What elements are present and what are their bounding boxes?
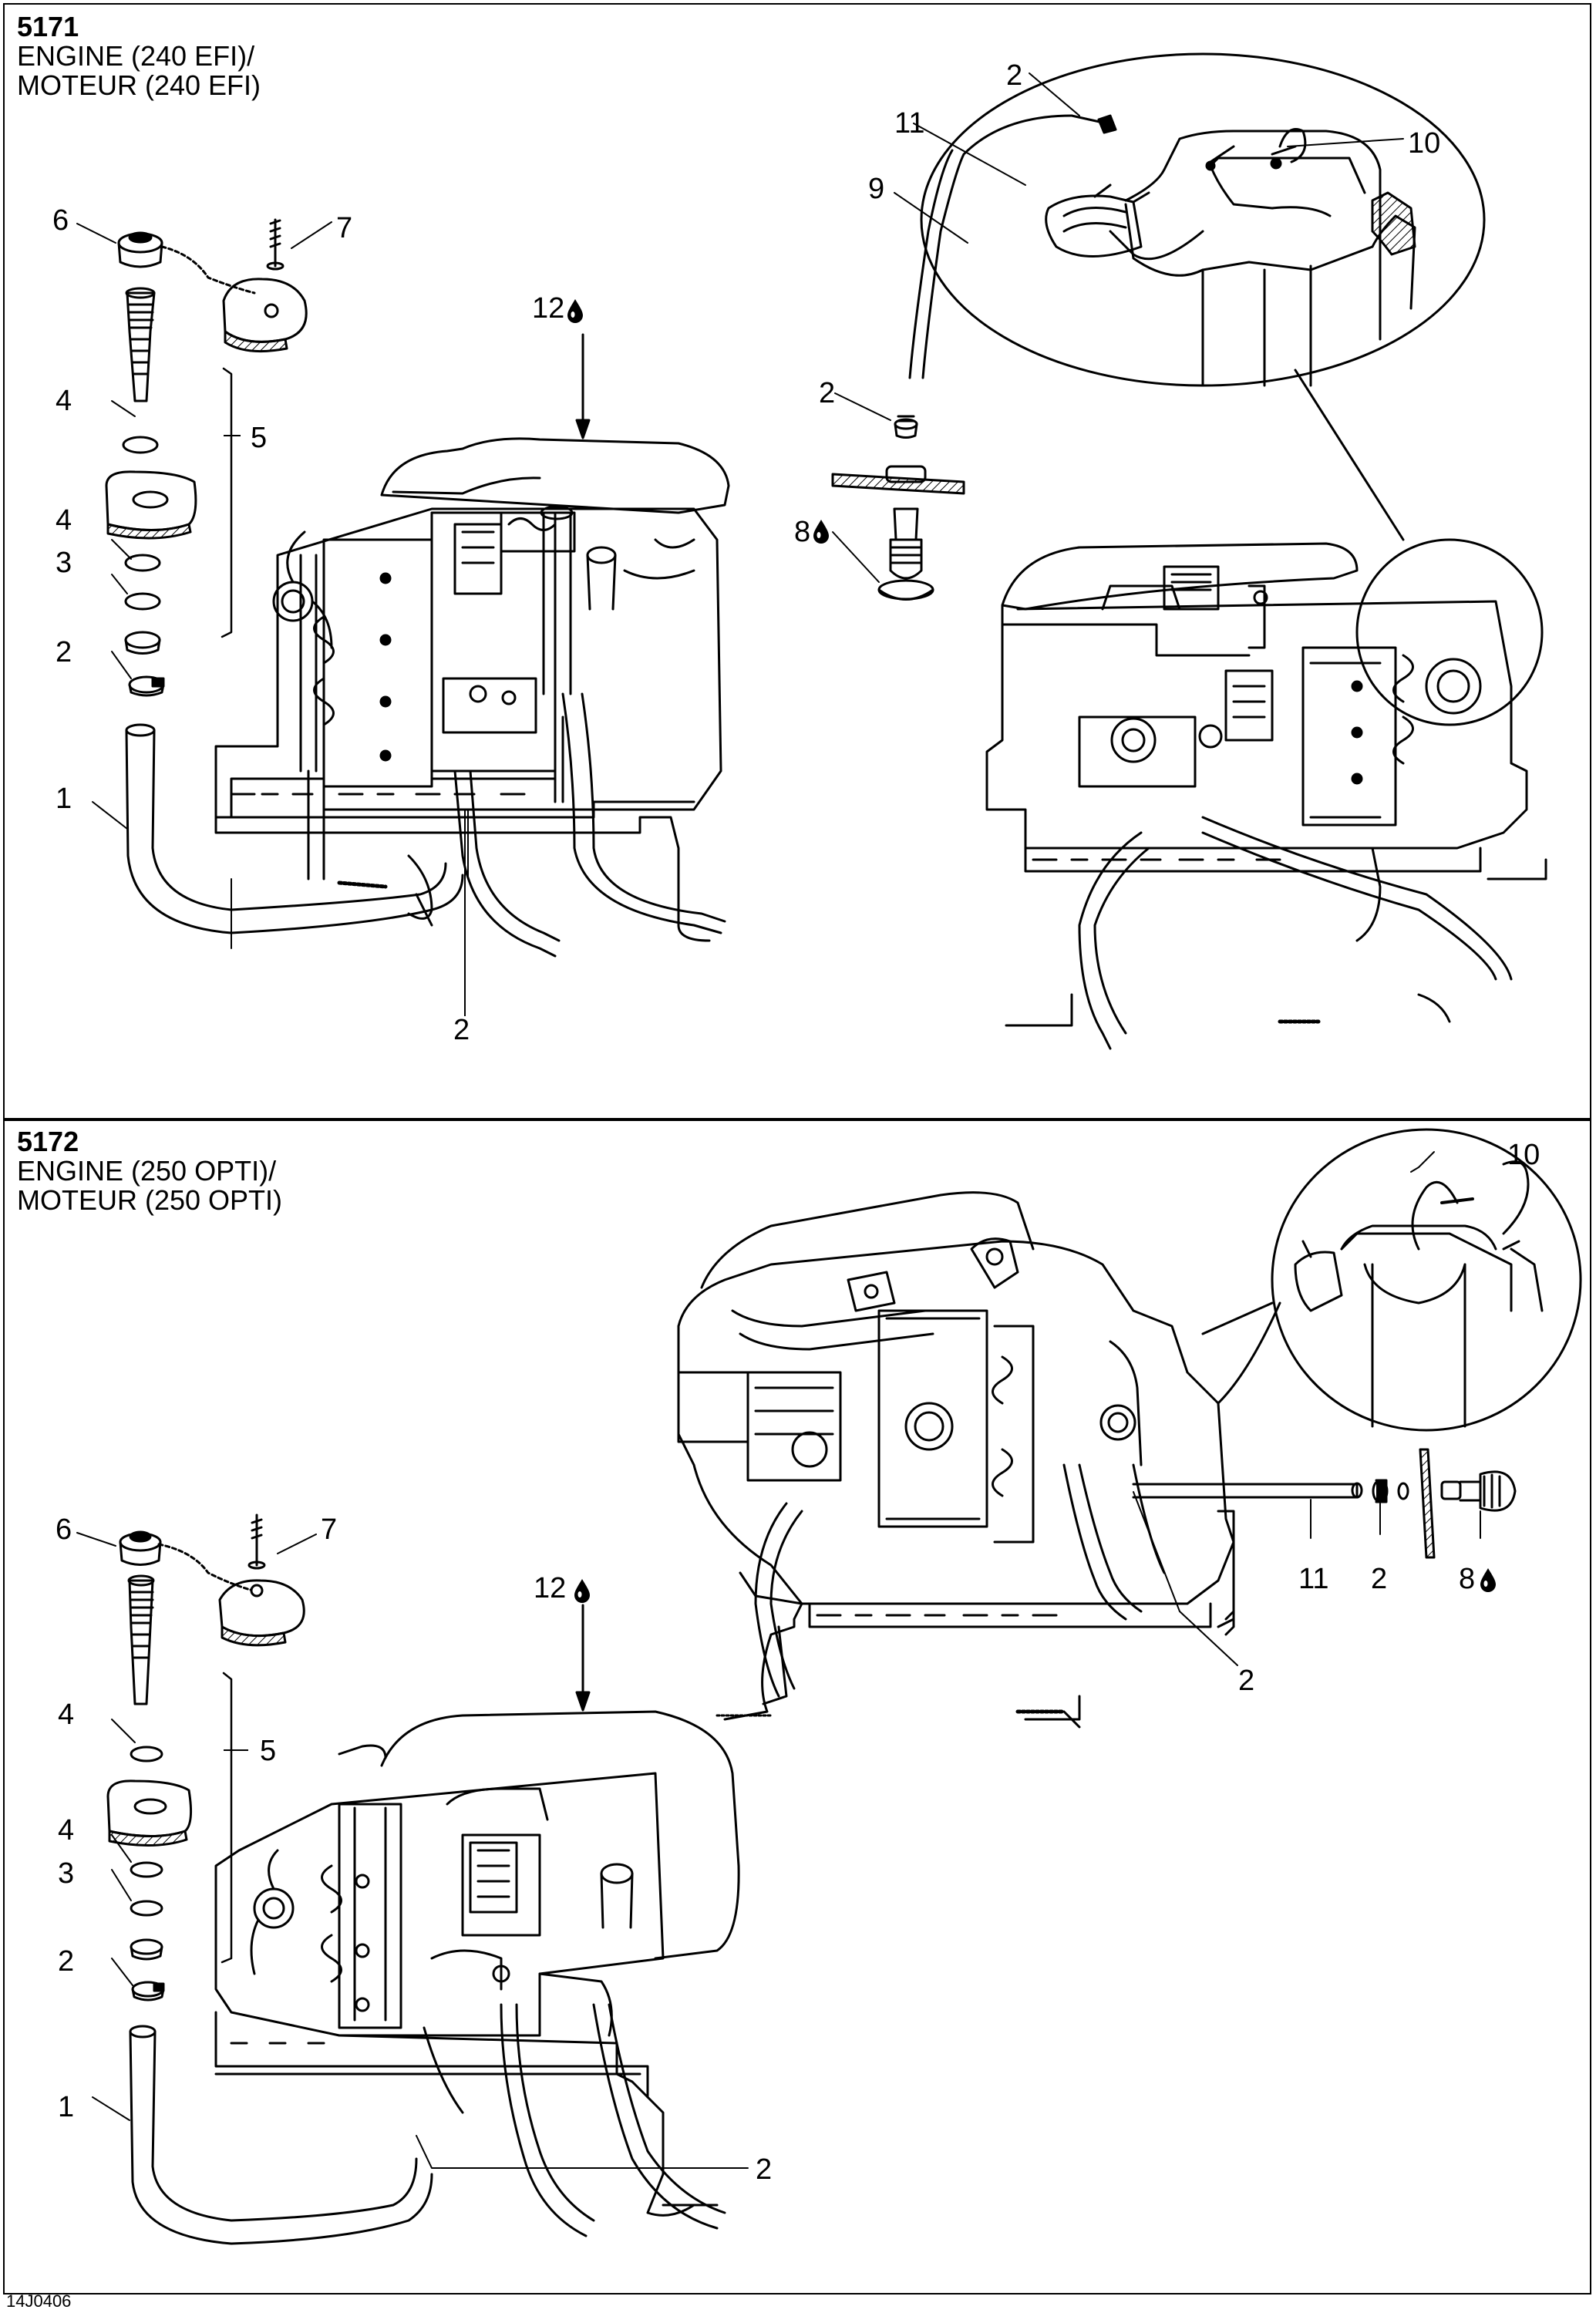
filler-cap-icon xyxy=(119,1530,162,1566)
detail-hose-connection-icon xyxy=(1045,128,1416,387)
title-english: ENGINE (240 EFI)/ xyxy=(17,40,255,72)
callout-5: 5 xyxy=(260,1735,276,1767)
callout-11: 11 xyxy=(1298,1563,1328,1595)
callout-4: 4 xyxy=(56,504,72,537)
detail-connector xyxy=(1294,369,1405,541)
filler-neck-icon xyxy=(127,1574,155,1705)
mount-plate-icon xyxy=(222,278,308,353)
panel-engine-240-efi: 5171 ENGINE (240 EFI)/ MOTEUR (240 EFI) xyxy=(3,3,1591,1119)
title-english: ENGINE (250 OPTI)/ xyxy=(17,1155,277,1187)
panel-engine-250-opti: 5172 ENGINE (250 OPTI)/ MOTEUR (250 OPTI… xyxy=(3,1119,1591,2294)
figure-reference: 14J0406 xyxy=(6,2291,72,2311)
engine-240-efi-rear-icon xyxy=(985,538,1547,1050)
vent-hose-icon xyxy=(1132,1482,1363,1499)
filter-fitting-icon xyxy=(1397,1448,1517,1559)
callout-2: 2 xyxy=(453,1014,470,1046)
callout-4: 4 xyxy=(56,385,72,417)
callout-3: 3 xyxy=(58,1857,74,1890)
diagram-code: 5171 xyxy=(17,11,79,42)
callout-leaders xyxy=(76,1151,1481,2169)
callout-2: 2 xyxy=(58,1945,74,1978)
fuel-hose-icon xyxy=(129,2025,433,2245)
diagram-code: 5172 xyxy=(17,1126,79,1157)
gasket-icon xyxy=(124,554,161,572)
callout-2: 2 xyxy=(1006,59,1022,92)
lubricant-drop-icon xyxy=(574,1579,590,1603)
gasket-icon xyxy=(130,1861,163,1878)
callout-1: 1 xyxy=(56,783,72,815)
lubricant-drop-icon xyxy=(813,520,829,544)
cap-chain xyxy=(160,245,256,295)
flange-plate-icon xyxy=(105,470,197,540)
arrow-icon xyxy=(575,419,591,439)
filler-neck-icon xyxy=(125,287,156,402)
callout-2: 2 xyxy=(819,377,835,409)
nut-icon xyxy=(124,631,161,655)
callout-6: 6 xyxy=(56,1513,72,1546)
callout-2: 2 xyxy=(1238,1665,1254,1697)
filler-cap-icon xyxy=(117,231,163,268)
callout-10: 10 xyxy=(1408,127,1440,160)
bracket-line xyxy=(221,367,233,638)
lubricant-drop-icon xyxy=(1480,1568,1496,1592)
callout-4: 4 xyxy=(58,1699,74,1731)
engine-250-opti-rear-icon xyxy=(677,1191,1235,1729)
mount-plate-icon xyxy=(218,1579,305,1647)
screw-icon xyxy=(247,1513,266,1570)
callout-3: 3 xyxy=(56,547,72,579)
bracket-line xyxy=(221,1672,233,1964)
title-french: MOTEUR (250 OPTI) xyxy=(17,1184,283,1216)
callout-12: 12 xyxy=(532,292,564,325)
callout-8: 8 xyxy=(794,516,810,548)
screw-icon xyxy=(266,218,285,271)
callout-7: 7 xyxy=(336,212,352,244)
callout-1: 1 xyxy=(58,2091,74,2123)
callout-7: 7 xyxy=(321,1513,337,1546)
callout-6: 6 xyxy=(52,204,69,237)
fuel-hose-icon xyxy=(125,723,464,934)
gasket-icon xyxy=(130,1746,163,1763)
callout-9: 9 xyxy=(868,173,884,205)
title-french: MOTEUR (240 EFI) xyxy=(17,69,261,101)
callout-5: 5 xyxy=(251,422,267,454)
detail-circle xyxy=(1271,1128,1582,1432)
callout-2: 2 xyxy=(56,636,72,668)
arrow-icon xyxy=(575,1691,591,1712)
hose-clamp-icon xyxy=(131,1981,165,2002)
callout-2: 2 xyxy=(756,2153,772,2186)
cap-chain xyxy=(157,1543,252,1591)
callout-11: 11 xyxy=(894,107,924,140)
hose-clamp-icon xyxy=(128,675,165,697)
callout-leaders xyxy=(76,72,1404,949)
flange-plate-icon xyxy=(106,1779,193,1847)
gasket-icon xyxy=(122,436,159,454)
lubricant-drop-icon xyxy=(567,299,583,323)
callout-4: 4 xyxy=(58,1814,74,1847)
filter-fitting-icon xyxy=(831,415,965,601)
detail-connector xyxy=(1217,1301,1281,1405)
nut-icon xyxy=(130,1938,163,1961)
washer-icon xyxy=(124,592,161,611)
detail-connector xyxy=(1201,1301,1274,1335)
callout-12: 12 xyxy=(534,1572,566,1604)
washer-icon xyxy=(130,1900,163,1917)
panel-header: 5171 ENGINE (240 EFI)/ MOTEUR (240 EFI) xyxy=(17,12,261,100)
hose-clamp-icon xyxy=(1372,1479,1389,1503)
callout-10: 10 xyxy=(1507,1139,1540,1171)
detail-hose-connection-icon xyxy=(1294,1160,1544,1428)
callout-8: 8 xyxy=(1459,1563,1475,1595)
callout-2: 2 xyxy=(1371,1563,1387,1595)
engine-250-opti-side-icon xyxy=(214,1710,740,2237)
engine-240-efi-side-icon xyxy=(214,437,730,958)
hose-clamp-icon xyxy=(1097,114,1117,134)
panel-header: 5172 ENGINE (250 OPTI)/ MOTEUR (250 OPTI… xyxy=(17,1127,282,1215)
vent-hose-icon xyxy=(921,114,1073,379)
vent-hose-icon xyxy=(908,149,954,379)
